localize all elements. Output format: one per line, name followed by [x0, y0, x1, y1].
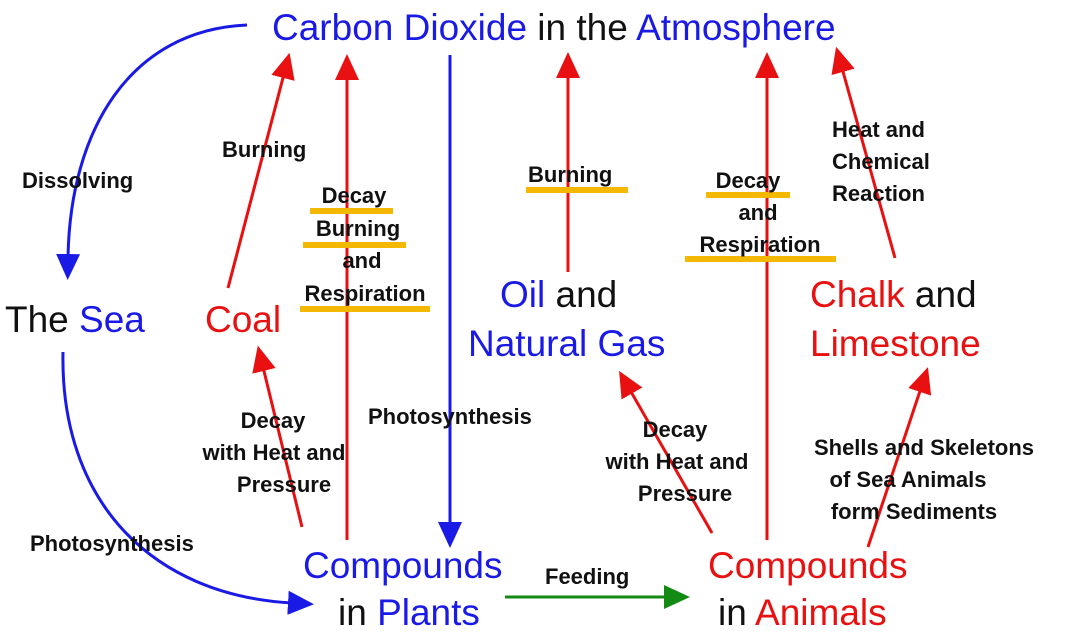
- node-plants-line2: in Plants: [338, 592, 480, 633]
- label-coal-formation: Decay with Heat and Pressure: [201, 408, 345, 497]
- label-sediments: Shells and Skeletons of Sea Animals form…: [814, 435, 1034, 524]
- svg-text:Respiration: Respiration: [304, 281, 425, 306]
- dissolving-arrow: [56, 23, 248, 280]
- node-atmosphere: Carbon Dioxide in the Atmosphere: [272, 7, 836, 48]
- svg-text:Respiration: Respiration: [699, 232, 820, 257]
- label-oil-burning: Burning: [528, 162, 612, 187]
- label-feeding: Feeding: [545, 564, 629, 589]
- svg-text:Reaction: Reaction: [832, 181, 925, 206]
- svg-text:form Sediments: form Sediments: [831, 499, 997, 524]
- coal-formation-arrow: [252, 345, 304, 528]
- svg-text:Chemical: Chemical: [832, 149, 930, 174]
- node-animals-line1: Compounds: [708, 545, 908, 586]
- coal-burning-arrow: [226, 52, 295, 289]
- svg-text:with Heat and: with Heat and: [604, 449, 748, 474]
- highlight-underlines: [300, 187, 836, 312]
- node-plants-line1: Compounds: [303, 545, 503, 586]
- svg-text:of Sea Animals: of Sea Animals: [830, 467, 987, 492]
- svg-text:with Heat and: with Heat and: [201, 440, 345, 465]
- svg-text:Heat and: Heat and: [832, 117, 925, 142]
- label-photosynthesis-atmosphere: Photosynthesis: [368, 404, 532, 429]
- sea-photosynthesis-arrow: [61, 351, 314, 615]
- svg-text:Burning: Burning: [316, 216, 400, 241]
- svg-text:Pressure: Pressure: [638, 481, 732, 506]
- label-photosynthesis-sea: Photosynthesis: [30, 531, 194, 556]
- oil-formation-arrow: [619, 370, 714, 534]
- svg-text:Pressure: Pressure: [237, 472, 331, 497]
- label-oil-formation: Decay with Heat and Pressure: [604, 417, 748, 506]
- svg-text:Shells and Skeletons: Shells and Skeletons: [814, 435, 1034, 460]
- label-plants-release: Decay Burning and Respiration: [304, 183, 425, 306]
- svg-text:Decay: Decay: [643, 417, 709, 442]
- svg-text:and: and: [738, 200, 777, 225]
- svg-text:Decay: Decay: [322, 183, 388, 208]
- label-chalk-release: Heat and Chemical Reaction: [832, 117, 930, 206]
- node-limestone: Limestone: [810, 323, 981, 364]
- node-natural-gas: Natural Gas: [468, 323, 665, 364]
- label-animals-release: Decay and Respiration: [699, 168, 820, 257]
- svg-text:Decay: Decay: [241, 408, 307, 433]
- node-coal: Coal: [205, 299, 281, 340]
- label-dissolving: Dissolving: [22, 168, 133, 193]
- chalk-release-arrow: [831, 46, 897, 259]
- node-animals-line2: in Animals: [718, 592, 887, 633]
- svg-text:and: and: [342, 248, 381, 273]
- node-chalk: Chalk and: [810, 274, 977, 315]
- node-oil: Oil and: [500, 274, 617, 315]
- node-sea: The Sea: [5, 299, 145, 340]
- label-coal-burning: Burning: [222, 137, 306, 162]
- svg-text:Decay: Decay: [716, 168, 782, 193]
- sediments-arrow: [866, 367, 932, 548]
